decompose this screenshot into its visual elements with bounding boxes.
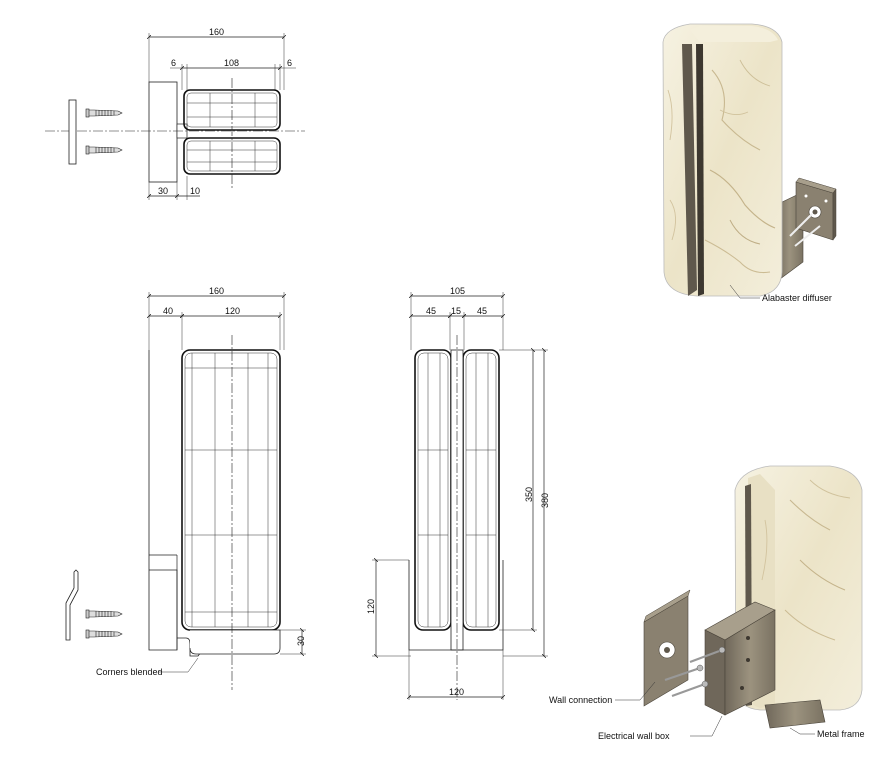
dim-top-left-gap: 6 [171,58,176,68]
screw-icon [85,629,123,639]
dim-side-total: 105 [450,286,465,296]
label-corners-blended: Corners blended [96,667,163,677]
dim-front-total: 160 [209,286,224,296]
label-metal-frame: Metal frame [817,729,865,739]
dim-side-height-total: 380 [540,493,550,508]
dim-front-left: 40 [163,306,173,316]
perspective-view-rear: Wall connection Electrical wall box Meta… [549,465,865,741]
dim-front-bottom: 30 [296,636,306,646]
dim-top-inner: 108 [224,58,239,68]
front-view: 160 40 120 30 [65,286,306,690]
dim-side-height-inner: 350 [524,487,534,502]
dim-side-box-height: 120 [366,599,376,614]
label-wall-connection: Wall connection [549,695,612,705]
dim-side-bottom: 120 [449,687,464,697]
label-alabaster-diffuser: Alabaster diffuser [762,293,832,303]
label-electrical-wall-box: Electrical wall box [598,731,670,741]
dim-side-mid: 15 [451,306,461,316]
screw-icon [85,609,123,619]
top-view: 160 6 108 6 [45,27,305,200]
dim-top-total: 160 [209,27,224,37]
dim-side-right: 45 [477,306,487,316]
side-view: 105 45 15 45 350 380 [366,286,550,700]
perspective-view-front: Alabaster diffuser [662,23,837,303]
dim-side-left: 45 [426,306,436,316]
dim-top-right-gap: 6 [287,58,292,68]
dim-front-inner: 120 [225,306,240,316]
dim-top-offset: 10 [190,186,200,196]
dim-top-base: 30 [158,186,168,196]
screw-icon [85,145,123,155]
screw-icon [85,108,123,118]
